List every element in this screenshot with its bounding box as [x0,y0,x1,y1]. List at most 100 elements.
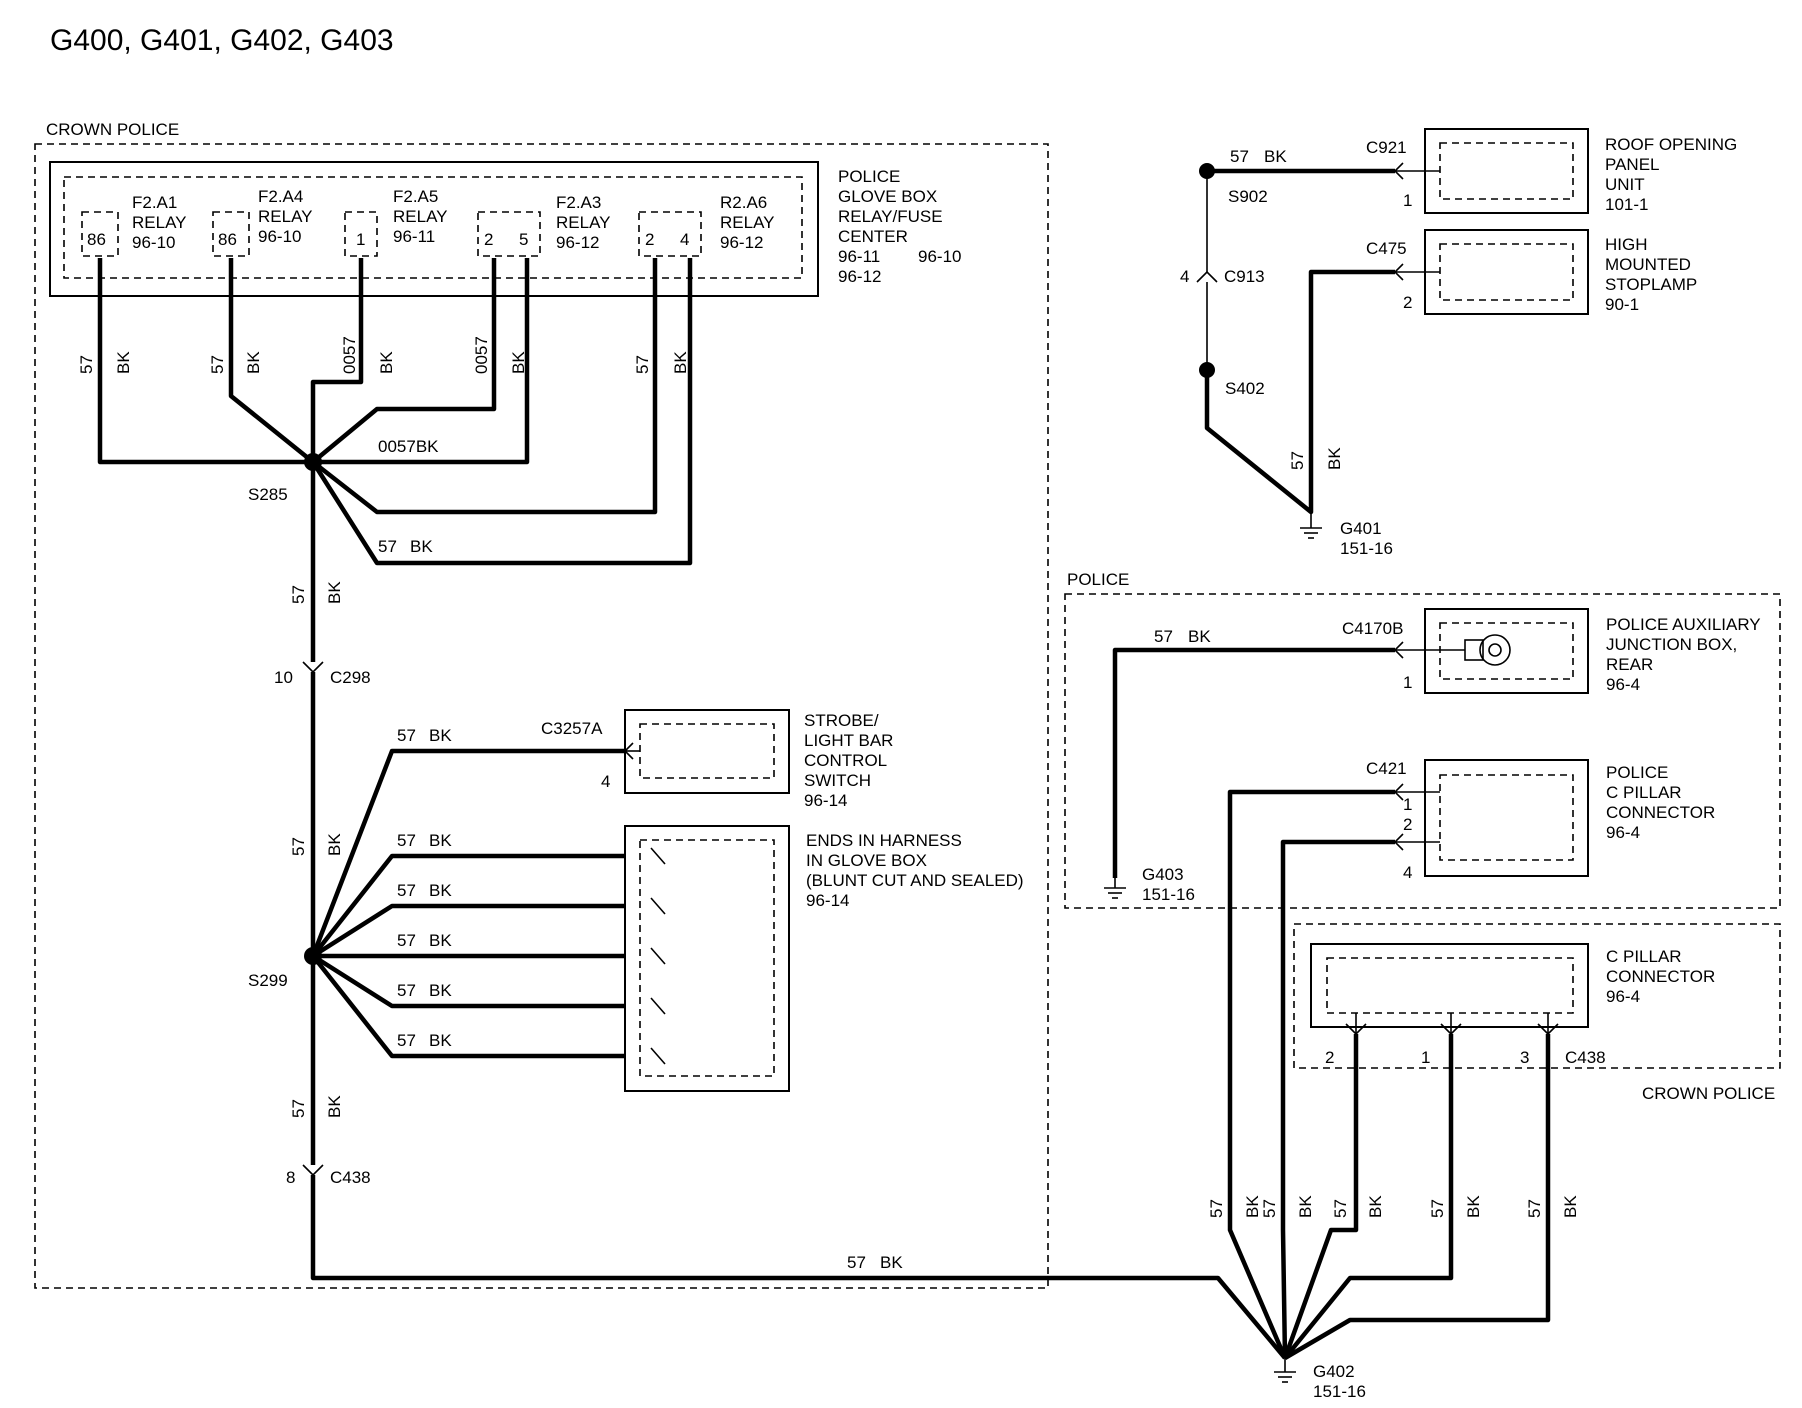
splice-s299 [304,947,322,965]
svg-text:RELAY: RELAY [556,213,611,232]
wire-label-circuit: 57 [1207,1199,1226,1218]
s299-trunk: 57 BK 57 BK [289,672,344,1165]
wire-label-color: BK [509,351,528,374]
wire-label-circuit: 57 [208,355,227,374]
svg-text:96-4: 96-4 [1606,675,1640,694]
relay-drop-wire-labels: 57 BK 57 BK 0057 BK 0057 BK 57 BK [77,336,690,374]
svg-text:96-11: 96-11 [838,247,880,266]
wire-label-color: BK [429,931,452,950]
relay-f2a1-label: F2.A1 RELAY 96-10 [132,193,187,252]
wire-label-color: BK [1188,627,1211,646]
glove-box-label: POLICE GLOVE BOX RELAY/FUSE CENTER 96-11… [838,167,961,286]
g402-wires: G402 151-16 57 BK 57 BK 57 BK 57 BK 57 B… [1207,789,1580,1401]
svg-text:ROOF OPENING: ROOF OPENING [1605,135,1737,154]
connector-c438-right-label: C438 [1565,1048,1606,1067]
svg-text:CONNECTOR: CONNECTOR [1606,967,1715,986]
svg-text:96-12: 96-12 [720,233,763,252]
svg-text:JUNCTION BOX,: JUNCTION BOX, [1606,635,1737,654]
wire-label-circuit: 57 [289,837,308,856]
ground-g402-ref: 151-16 [1313,1382,1366,1401]
wire-label-color: BK [114,351,133,374]
svg-text:F2.A1: F2.A1 [132,193,177,212]
wire-label-circuit: 57 [1260,1199,1279,1218]
connector-c421-pin-2: 2 [1403,815,1412,834]
connector-c475-pin: 2 [1403,293,1412,312]
relay-f2a4-pin: 86 [218,230,237,249]
splice-s285-label: S285 [248,485,288,504]
svg-text:UNIT: UNIT [1605,175,1645,194]
ground-g401-label: G401 [1340,519,1382,538]
svg-text:96-14: 96-14 [806,891,849,910]
wire-label-color: BK [671,351,690,374]
c-pillar-connector: 2 1 3 C438 C PILLAR CONNECTOR 96-4 [1310,943,1715,1067]
ground-g401-ref: 151-16 [1340,539,1393,558]
wire-label-color: BK [429,831,452,850]
svg-text:IN GLOVE BOX: IN GLOVE BOX [806,851,927,870]
wire-label-color: BK [429,726,452,745]
ring-terminal-icon [1464,634,1511,666]
connector-c475-label: C475 [1366,239,1407,258]
wire-label-circuit: 57 [397,1031,416,1050]
wire-label-circuit: 57 [289,1099,308,1118]
svg-text:PANEL: PANEL [1605,155,1660,174]
relay-f2a4-pin-box [212,211,250,257]
relay-f2a1-pin-box [81,211,119,257]
stoplamp-label: HIGH MOUNTED STOPLAMP 90-1 [1605,235,1697,314]
wire-label-color: BK [325,581,344,604]
wire-label-circuit: 57 [1288,451,1307,470]
svg-text:CONTROL: CONTROL [804,751,887,770]
svg-text:GLOVE BOX: GLOVE BOX [838,187,937,206]
svg-text:90-1: 90-1 [1605,295,1639,314]
aux-junction-label: POLICE AUXILIARY JUNCTION BOX, REAR 96-4 [1606,615,1761,694]
connector-c298-label: C298 [330,668,371,687]
wire-label-circuit: 57 [77,355,96,374]
connector-c438-right-pin-3: 3 [1520,1048,1529,1067]
connector-c3257a-label: C3257A [541,719,603,738]
relay-r2a6-pin-b: 4 [680,230,689,249]
s285-wires: S285 [97,258,693,662]
svg-text:REAR: REAR [1606,655,1653,674]
connector-c4170b-label: C4170B [1342,619,1403,638]
s299-branches: S299 57 BK 57 BK 57 BK 57 BK 57 BK 57 BK [248,726,625,1059]
wire-label-circuit: 57 [1331,1199,1350,1218]
svg-text:F2.A4: F2.A4 [258,187,303,206]
connector-c438-right-pin-1: 1 [1421,1048,1430,1067]
wire-label-circuit-alt: 0057 [472,336,491,374]
c-pillar-label: C PILLAR CONNECTOR 96-4 [1606,947,1715,1006]
wire-label-color: BK [1366,1195,1385,1218]
ground-g401-symbol [1300,527,1322,539]
wire-label-circuit: 57 [633,355,652,374]
region-crown-police-left: CROWN POLICE [34,120,1049,1289]
relay-f2a4-label: F2.A4 RELAY 96-10 [258,187,313,246]
svg-text:RELAY: RELAY [393,207,448,226]
relay-f2a3-label: F2.A3 RELAY 96-12 [556,193,611,252]
wire-label-circuit: 57 [378,537,397,556]
wire-label-color: BK [429,1031,452,1050]
high-mounted-stoplamp: C475 2 HIGH MOUNTED STOPLAMP 90-1 [1366,229,1697,315]
svg-text:R2.A6: R2.A6 [720,193,767,212]
wire-label-color: BK [325,1095,344,1118]
relay-f2a1-pin: 86 [87,230,106,249]
ground-g402-label: G402 [1313,1362,1355,1381]
relay-f2a3-pin-box [477,211,541,257]
svg-text:RELAY: RELAY [258,207,313,226]
wire-label-circuit-alt: 0057 [340,336,359,374]
police-auxiliary-junction-box: C4170B 1 POLICE AUXILIARY JUNCTION BOX, … [1342,608,1761,694]
police-c-pillar-label: POLICE C PILLAR CONNECTOR 96-4 [1606,763,1715,842]
relay-f2a3-pin-b: 5 [519,230,528,249]
wire-label-circuit: 57 [397,881,416,900]
connector-c298-pin: 10 [274,668,293,687]
wire-label-color: BK [244,351,263,374]
roof-opening-label: ROOF OPENING PANEL UNIT 101-1 [1605,135,1737,214]
region-label-crown-police-right: CROWN POLICE [1642,1084,1775,1103]
svg-text:96-12: 96-12 [838,267,881,286]
strobe-switch-label: STROBE/ LIGHT BAR CONTROL SWITCH 96-14 [804,711,893,810]
svg-text:96-10: 96-10 [918,247,961,266]
connector-c438-left: 8 C438 [286,1164,371,1187]
harness-ends-glove-box: ENDS IN HARNESS IN GLOVE BOX (BLUNT CUT … [624,825,1024,1092]
svg-text:96-10: 96-10 [258,227,301,246]
glove-box-relay-fuse-center: 86 86 1 2 5 2 4 F2.A1 RELAY 96-10 F2.A4 … [49,161,961,297]
splice-s299-label: S299 [248,971,288,990]
connector-c913-label: C913 [1224,267,1265,286]
svg-text:96-4: 96-4 [1606,823,1640,842]
